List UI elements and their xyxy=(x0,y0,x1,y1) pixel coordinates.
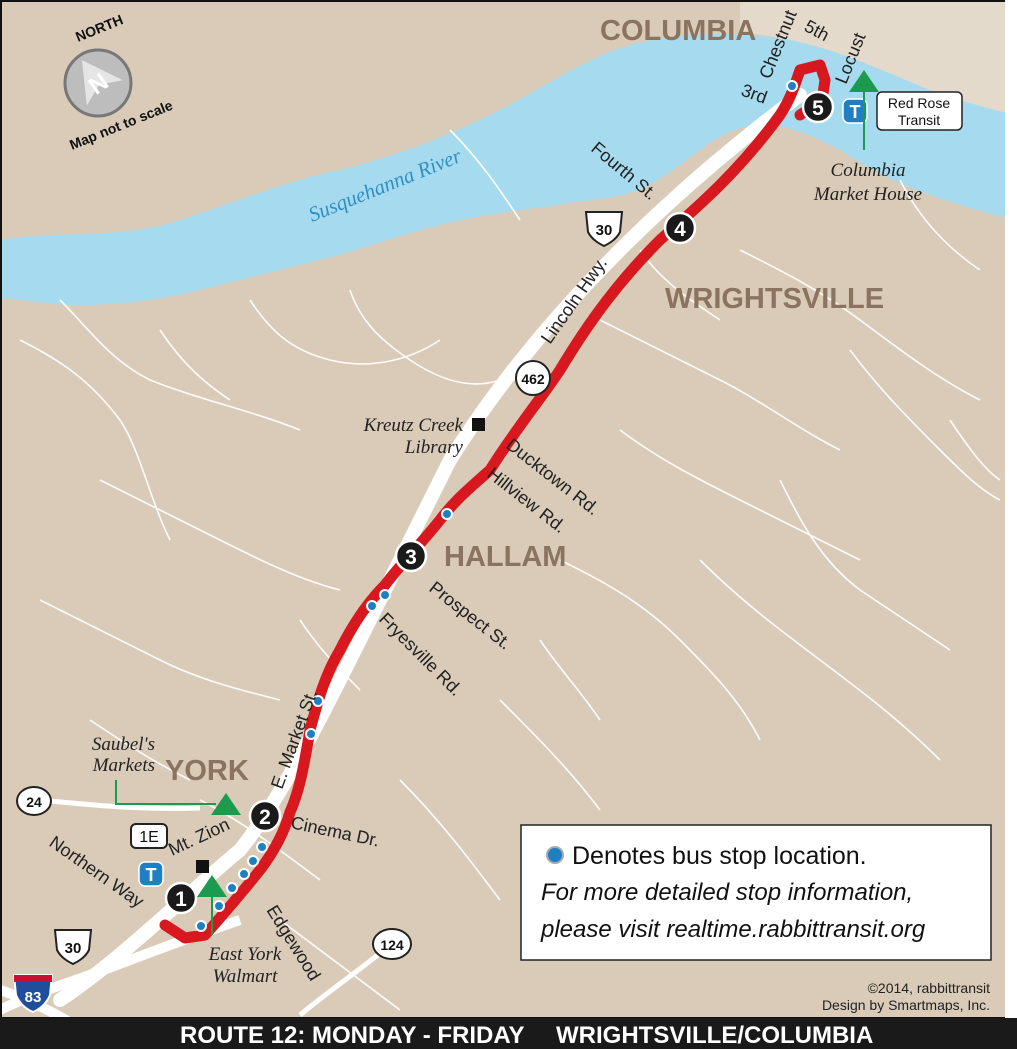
town-label-columbia: COLUMBIA xyxy=(600,15,756,47)
stop-marker-3[interactable]: 3 xyxy=(394,539,428,573)
landmark-label-kreutz-creek-2: Library xyxy=(404,437,464,458)
copyright-text: ©2014, rabbittransit xyxy=(868,980,990,996)
footer-bar xyxy=(0,1018,1017,1049)
svg-text:1E: 1E xyxy=(139,829,159,846)
red-rose-transit-callout: Red Rose Transit xyxy=(876,91,963,131)
landmark-icon-east-york-walmart xyxy=(197,875,227,935)
bus-stop-dots xyxy=(195,80,798,932)
svg-text:83: 83 xyxy=(25,989,42,1006)
us-30-shield-top: 30 xyxy=(584,211,624,248)
svg-text:24: 24 xyxy=(26,794,42,810)
columbia-town-area xyxy=(740,0,1017,115)
landmark-label-saubels-2: Markets xyxy=(92,755,155,776)
pa-24-shield: 24 xyxy=(16,786,52,816)
svg-text:Red Rose: Red Rose xyxy=(888,95,950,111)
svg-text:124: 124 xyxy=(380,937,404,953)
svg-text:462: 462 xyxy=(521,371,545,387)
susquehanna-river xyxy=(0,33,1017,305)
pa-462-shield: 462 xyxy=(515,360,551,396)
minor-roads xyxy=(19,129,1001,1011)
pa24-road xyxy=(39,797,201,811)
landmark-label-saubels-1: Saubel's xyxy=(92,734,155,755)
stop-marker-2[interactable]: 2 xyxy=(248,799,282,833)
footer-route-towns: WRIGHTSVILLE/COLUMBIA xyxy=(556,1022,873,1049)
right-edge-strip xyxy=(1005,0,1017,1049)
i-83-shield: 83 xyxy=(12,974,54,1014)
stop-number: 1 xyxy=(175,888,187,911)
stop-number: 2 xyxy=(259,806,271,829)
svg-text:Transit: Transit xyxy=(898,112,940,128)
stop-number: 3 xyxy=(405,546,417,569)
landmark-icon-saubels xyxy=(115,780,241,815)
library-icon xyxy=(472,418,485,431)
stop-marker-4[interactable]: 4 xyxy=(663,211,697,245)
pa-124-shield: 124 xyxy=(372,928,412,960)
landmark-label-columbia-market-1: Columbia xyxy=(831,160,906,181)
mt-zion-square-icon xyxy=(196,860,209,873)
landmark-label-east-york-1: East York xyxy=(208,944,282,965)
legend-bus-stop-text: Denotes bus stop location. xyxy=(572,842,867,870)
legend-info-line-2: please visit realtime.rabbittransit.org xyxy=(540,916,926,943)
transit-icon-york[interactable]: T xyxy=(138,861,164,887)
town-label-wrightsville: WRIGHTSVILLE xyxy=(665,283,884,315)
bus-stop-legend-icon xyxy=(546,846,564,864)
legend-box: Denotes bus stop location. For more deta… xyxy=(520,824,992,961)
svg-text:30: 30 xyxy=(596,222,613,239)
stop-number: 5 xyxy=(812,97,824,120)
footer-route-days: ROUTE 12: MONDAY - FRIDAY xyxy=(180,1022,525,1049)
town-label-hallam: HALLAM xyxy=(444,541,566,573)
stop-marker-5[interactable]: 5 xyxy=(801,90,835,124)
landmark-label-east-york-2: Walmart xyxy=(213,966,278,987)
svg-text:30: 30 xyxy=(65,940,82,957)
stop-number: 4 xyxy=(674,218,686,241)
route-12-line xyxy=(159,59,831,944)
transit-icon-columbia[interactable]: T xyxy=(842,98,868,124)
design-credit-text: Design by Smartmaps, Inc. xyxy=(822,997,990,1013)
landmark-label-kreutz-creek-1: Kreutz Creek xyxy=(363,415,464,436)
us-30-shield-bottom: 30 xyxy=(53,929,93,966)
landmark-label-columbia-market-2: Market House xyxy=(813,184,922,205)
landmark-icon-columbia-market xyxy=(849,70,879,150)
stop-marker-1[interactable]: 1 xyxy=(164,881,198,915)
svg-text:T: T xyxy=(850,102,861,122)
svg-text:T: T xyxy=(146,865,157,885)
route-1e-tag: 1E xyxy=(130,823,168,849)
town-label-york: YORK xyxy=(165,755,249,787)
legend-info-line-1: For more detailed stop information, xyxy=(541,879,913,906)
